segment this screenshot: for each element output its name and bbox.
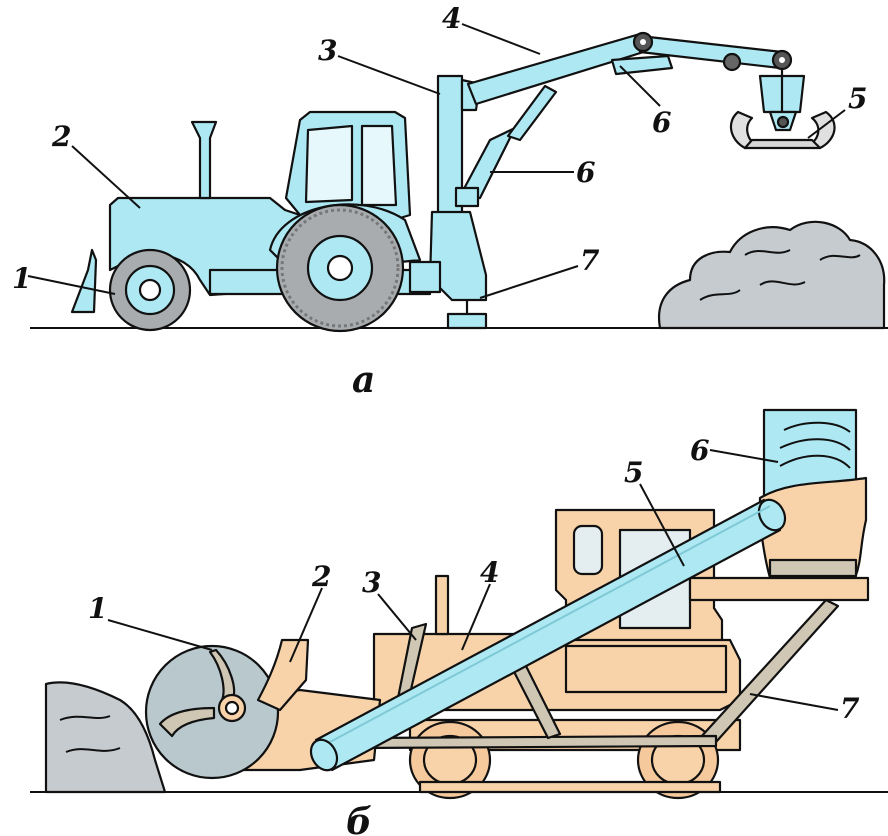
caption-b: б: [346, 801, 372, 836]
boom-cylinder: [610, 54, 674, 76]
material-pile-b: [44, 681, 167, 794]
rear-wheel: [275, 203, 405, 333]
front-wheel: [108, 248, 192, 332]
label-a-6-lower: 6: [576, 156, 595, 189]
platform: [688, 576, 870, 602]
label-a-4: 4: [442, 2, 461, 35]
cab-window: [304, 124, 354, 204]
scoop: [256, 638, 310, 712]
cab-window-left: [572, 524, 604, 576]
panel-b-conveyor-loader: 1 2 3 4 5 6 7 б: [30, 408, 888, 836]
label-a-5: 5: [848, 82, 867, 115]
label-b-5: 5: [624, 456, 643, 489]
label-a-2: 2: [51, 120, 71, 153]
lift-cylinder: [456, 126, 517, 202]
label-a-7: 7: [580, 244, 600, 277]
label-b-1: 1: [88, 592, 107, 625]
label-b-4: 4: [480, 556, 499, 589]
label-a-1: 1: [12, 262, 31, 295]
label-b-3: 3: [362, 566, 381, 599]
label-b-6: 6: [690, 434, 709, 467]
exhaust-pipe: [190, 120, 218, 200]
caption-a: а: [352, 359, 375, 401]
cutting-drum: [144, 644, 280, 780]
panel-a-tractor-grab-loader: 1 2 3 4 5 6 6 7 а: [12, 2, 888, 401]
label-a-6-upper: 6: [652, 106, 671, 139]
bin-receiver: [758, 476, 868, 580]
stick-joint: [722, 52, 742, 72]
material-pile-a: [657, 220, 886, 330]
front-blade: [70, 248, 98, 314]
label-a-3: 3: [318, 34, 337, 67]
grab-bucket: [729, 68, 836, 150]
label-b-7: 7: [840, 692, 860, 725]
label-b-2: 2: [311, 560, 331, 593]
